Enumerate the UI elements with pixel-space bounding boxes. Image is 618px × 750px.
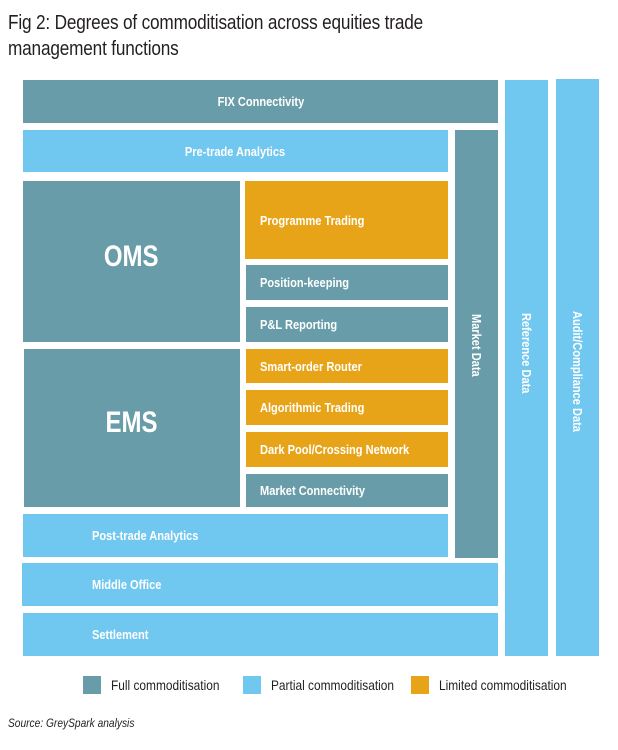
legend-swatch-limited: [411, 676, 429, 694]
block-settlement: Settlement: [23, 613, 498, 656]
legend-label: Full commoditisation: [111, 677, 220, 693]
block-reference-data: Reference Data: [505, 80, 548, 656]
legend-label: Limited commoditisation: [439, 677, 567, 693]
block-dark-pool: Dark Pool/Crossing Network: [246, 432, 448, 467]
block-pl-reporting: P&L Reporting: [246, 307, 448, 342]
block-position-keeping: Position-keeping: [246, 265, 448, 300]
block-market-data: Market Data: [455, 130, 498, 558]
block-label: Audit/Compliance Data: [570, 311, 585, 432]
block-algorithmic-trading: Algorithmic Trading: [246, 390, 448, 425]
block-label: Pre-trade Analytics: [185, 143, 286, 159]
block-pre-trade-analytics: Pre-trade Analytics: [23, 130, 448, 172]
block-audit-compliance-data: Audit/Compliance Data: [556, 79, 599, 656]
legend-item-limited: Limited commoditisation: [411, 676, 589, 694]
block-ems: EMS: [24, 349, 240, 507]
block-label: Middle Office: [92, 577, 162, 592]
block-label: Post-trade Analytics: [92, 528, 199, 543]
block-smart-order-router: Smart-order Router: [246, 349, 448, 383]
block-label: EMS: [105, 406, 158, 439]
block-market-connectivity: Market Connectivity: [246, 474, 448, 507]
source-note: Source: GreySpark analysis: [8, 716, 135, 730]
legend-item-partial: Partial commoditisation: [243, 676, 416, 694]
legend-swatch-full: [83, 676, 101, 694]
block-label: Market Connectivity: [260, 483, 366, 498]
block-label: Smart-order Router: [260, 358, 362, 374]
block-label: Dark Pool/Crossing Network: [260, 442, 410, 457]
block-label: Algorithmic Trading: [260, 400, 365, 415]
block-label: Market Data: [469, 314, 484, 377]
legend-item-full: Full commoditisation: [83, 676, 239, 694]
legend: Full commoditisation Partial commoditisa…: [0, 676, 618, 696]
legend-swatch-partial: [243, 676, 261, 694]
block-programme-trading: Programme Trading: [245, 181, 448, 259]
block-label: Programme Trading: [260, 213, 365, 228]
block-label: Reference Data: [519, 313, 534, 394]
block-fix-connectivity: FIX Connectivity: [23, 80, 498, 123]
block-label: FIX Connectivity: [217, 94, 304, 109]
block-post-trade-analytics: Post-trade Analytics: [23, 514, 448, 557]
legend-label: Partial commoditisation: [271, 677, 395, 693]
figure-title: Fig 2: Degrees of commoditisation across…: [8, 12, 424, 60]
block-oms: OMS: [23, 181, 240, 342]
block-label: Position-keeping: [260, 275, 350, 290]
block-label: P&L Reporting: [260, 317, 338, 332]
block-middle-office: Middle Office: [22, 563, 498, 606]
block-label: Settlement: [92, 627, 149, 642]
block-label: OMS: [104, 239, 159, 273]
